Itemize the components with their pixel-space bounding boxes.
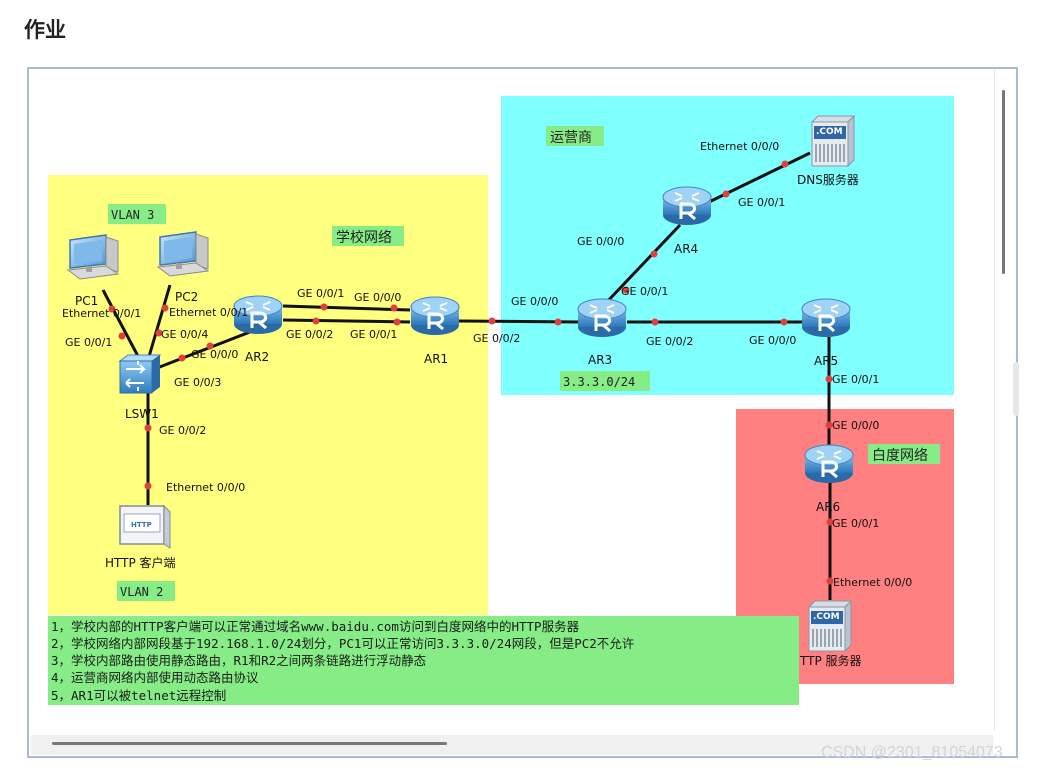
- port-pc2-eth: Ethernet 0/0/1: [169, 306, 248, 319]
- port-ar2-lsw1: GE 0/0/0: [191, 348, 238, 361]
- port-ar1-bottom: GE 0/0/1: [350, 328, 397, 341]
- port-ar4-dns: GE 0/0/1: [738, 196, 785, 209]
- vlan2-label: VLAN 2: [120, 585, 163, 599]
- port-ar5-ar6: GE 0/0/1: [832, 373, 879, 386]
- horizontal-scrollbar[interactable]: [31, 735, 993, 755]
- http-server-label: HTTP 服务器: [791, 653, 862, 668]
- http-server-icon[interactable]: [808, 600, 852, 652]
- http-client-icon[interactable]: HTTP: [118, 504, 172, 549]
- vertical-scrollbar[interactable]: [994, 70, 1015, 730]
- link-ar2-ar1-bottom: [282, 318, 411, 324]
- page-title: 作业: [24, 18, 66, 42]
- school-zone-label: 学校网络: [336, 229, 392, 246]
- link-pc1-lsw1: [101, 289, 142, 361]
- vlan3-label: VLAN 3: [111, 208, 154, 222]
- port-ar2-top: GE 0/0/1: [297, 287, 344, 300]
- port-ar5-ar3: GE 0/0/0: [749, 334, 796, 347]
- dns-com-text: .COM: [816, 127, 843, 137]
- vertical-scroll-thumb[interactable]: [1002, 90, 1005, 274]
- ar4-label: AR4: [674, 242, 698, 256]
- ar6-label: AR6: [816, 500, 840, 514]
- ar1-router-icon[interactable]: [409, 295, 461, 337]
- port-ar2-bottom: GE 0/0/2: [286, 328, 333, 341]
- task-item-1: 1，学校内部的HTTP客户端可以正常通过域名www.baidu.com访问到白度…: [51, 619, 580, 634]
- ar5-router-icon[interactable]: [800, 297, 852, 339]
- pc1-label: PC1: [75, 294, 98, 308]
- requirements-panel: [48, 616, 799, 705]
- watermark: CSDN @2301_81054073: [821, 744, 1003, 761]
- http-server-com-text: .COM: [813, 612, 840, 622]
- port-ar1-top: GE 0/0/0: [354, 291, 401, 304]
- port-lsw1-pc1: GE 0/0/1: [65, 336, 112, 349]
- pc2-icon[interactable]: [157, 231, 209, 277]
- port-ar4-ar3: GE 0/0/0: [577, 235, 624, 248]
- http-client-icon-text: HTTP: [131, 521, 152, 529]
- dns-server-label: DNS服务器: [797, 172, 859, 187]
- port-ar6-ar5: GE 0/0/0: [832, 419, 879, 432]
- isp-zone-label: 运营商: [550, 130, 592, 146]
- port-ar1-ar3: GE 0/0/2: [473, 332, 520, 345]
- lsw1-label: LSW1: [125, 407, 159, 421]
- task-item-2: 2，学校网络内部网段基于192.168.1.0/24划分，PC1可以正常访问3.…: [51, 636, 635, 651]
- task-item-3: 3，学校内部路由使用静态路由，R1和R2之间两条链路进行浮动静态: [51, 653, 427, 668]
- pc1-icon[interactable]: [67, 234, 119, 280]
- task-item-5: 5，AR1可以被telnet远程控制: [51, 688, 227, 703]
- port-client-eth: Ethernet 0/0/0: [166, 481, 245, 494]
- port-server-eth: Ethernet 0/0/0: [833, 576, 912, 589]
- link-lsw1-ar2: [156, 328, 256, 370]
- task-item-4: 4，运营商网络内部使用动态路由协议: [51, 670, 259, 685]
- ar3-label: AR3: [588, 353, 612, 367]
- pc2-label: PC2: [175, 290, 198, 304]
- port-ar3-ar4: GE 0/0/1: [621, 285, 668, 298]
- port-ar3-ar1: GE 0/0/0: [511, 295, 558, 308]
- baidu-zone-label: 白度网络: [872, 448, 928, 464]
- switch-icon[interactable]: [118, 354, 162, 394]
- ar5-label: AR5: [814, 354, 838, 368]
- http-client-label: HTTP 客户端: [105, 555, 176, 570]
- port-lsw1-ar2: GE 0/0/3: [174, 376, 221, 389]
- link-ports: [108, 160, 834, 585]
- port-lsw1-client: GE 0/0/2: [159, 424, 206, 437]
- port-pc1-eth: Ethernet 0/0/1: [62, 307, 141, 320]
- ar3-router-icon[interactable]: [576, 297, 628, 339]
- horizontal-scroll-thumb[interactable]: [52, 742, 447, 745]
- ar2-label: AR2: [245, 350, 269, 364]
- ar6-router-icon[interactable]: [803, 443, 855, 485]
- link-ar2-ar1-top: [282, 304, 411, 312]
- dns-server-icon[interactable]: [811, 115, 855, 167]
- ar1-label: AR1: [424, 352, 448, 366]
- port-ar3-ar5: GE 0/0/2: [646, 335, 693, 348]
- subnet-label: 3.3.3.0/24: [563, 375, 635, 389]
- link-ar3-ar4: [602, 223, 682, 307]
- resize-grip[interactable]: [1013, 362, 1019, 416]
- ar4-router-icon[interactable]: [661, 185, 713, 227]
- port-dns-eth: Ethernet 0/0/0: [700, 140, 779, 153]
- link-pc2-lsw1: [146, 284, 172, 361]
- port-ar6-server: GE 0/0/1: [832, 517, 879, 530]
- port-lsw1-pc2: GE 0/0/4: [161, 328, 208, 341]
